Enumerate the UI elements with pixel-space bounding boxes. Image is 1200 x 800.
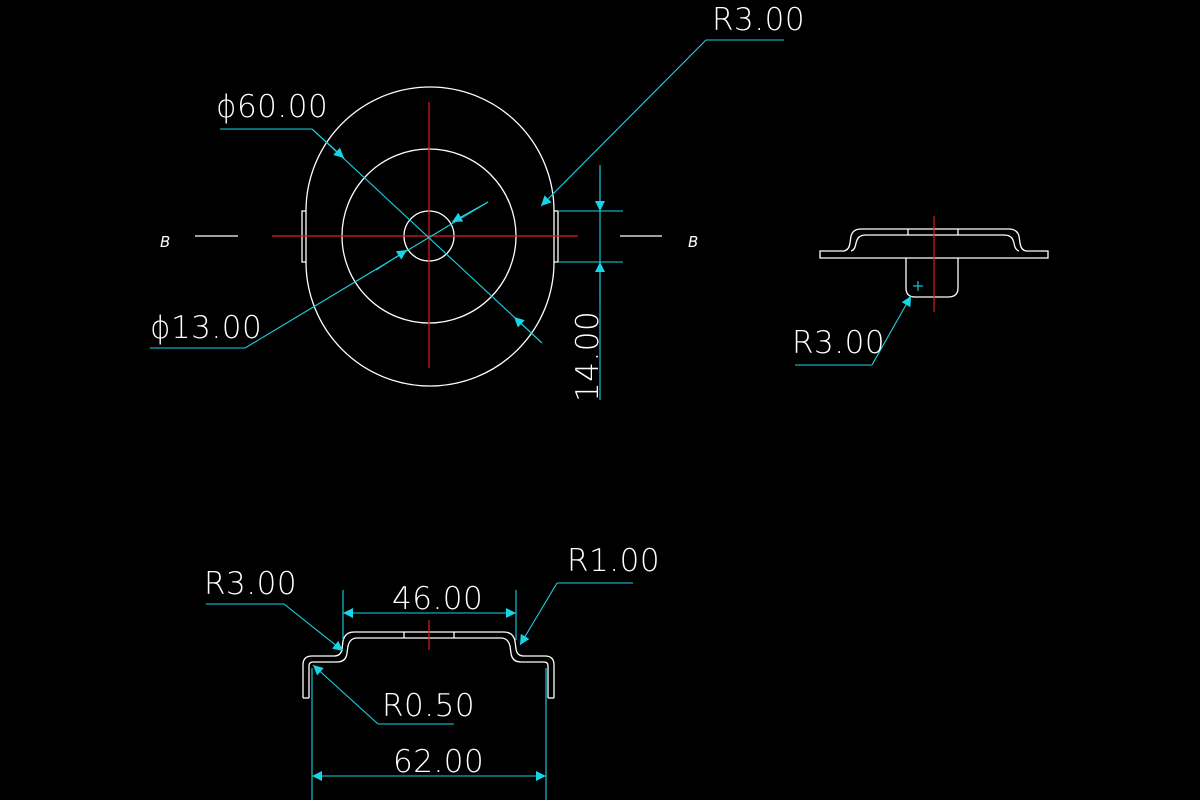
left-radius-arrow <box>283 603 344 652</box>
inner-diameter-label: ϕ13.00 <box>150 310 262 346</box>
tab-width-label: 14.00 <box>570 311 606 402</box>
left-radius-label: R3.00 <box>204 566 297 602</box>
top-view: B B ϕ60.00 ϕ13.00 R3.00 14.00 <box>150 2 805 402</box>
top-width-label: 46.00 <box>392 581 483 617</box>
overall-width-label: 62.00 <box>393 744 484 780</box>
tab-radius-label: R3.00 <box>712 2 805 38</box>
outer-diameter-dim-line <box>311 128 543 344</box>
outer-diameter-label: ϕ60.00 <box>216 89 328 125</box>
side-radius-arrow <box>871 295 912 366</box>
outer-diameter-arrow-bottom <box>513 316 543 344</box>
right-radius-arrow <box>519 582 558 646</box>
side-profile-outline <box>819 228 1049 259</box>
section-marker-right: B <box>688 233 699 251</box>
side-tab-outline <box>905 258 959 298</box>
side-radius-label: R3.00 <box>792 325 885 361</box>
side-view: R3.00 <box>792 216 1049 366</box>
front-view: 46.00 62.00 R3.00 R1.00 R0.50 <box>204 543 660 800</box>
right-radius-label: R1.00 <box>567 543 660 579</box>
inner-diameter-arrow-right <box>451 201 489 223</box>
tab-radius-arrow <box>540 39 707 207</box>
inner-radius-label: R0.50 <box>382 688 475 724</box>
inner-diameter-arrow-left <box>375 249 408 271</box>
outer-diameter-arrow-top <box>311 128 345 159</box>
inner-diameter-dim-line <box>244 201 489 349</box>
side-profile-inner <box>850 234 1020 252</box>
section-marker-left: B <box>160 233 171 251</box>
inner-radius-arrow <box>312 664 379 725</box>
